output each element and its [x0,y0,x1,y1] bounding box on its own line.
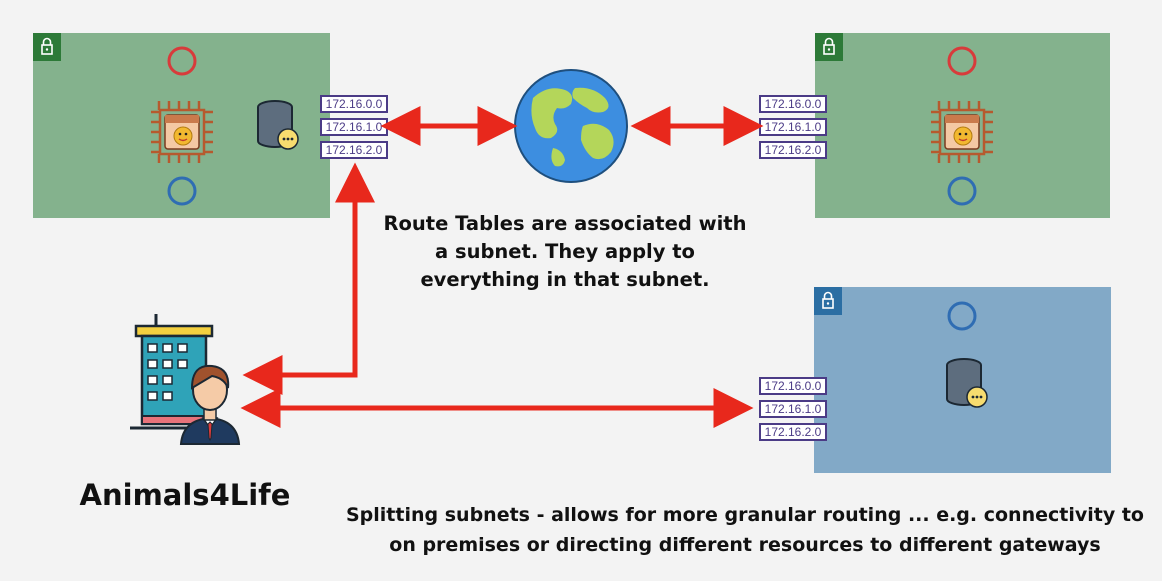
route-entry: 172.16.0.0 [759,377,827,395]
availability-zone-b-marker [947,176,977,206]
route-table-top-right: 172.16.0.0 172.16.1.0 172.16.2.0 [759,95,827,164]
route-table-bottom-right: 172.16.0.0 172.16.1.0 172.16.2.0 [759,377,827,446]
subnet-bottom-right [814,287,1111,473]
lock-icon [814,287,842,315]
route-entry: 172.16.0.0 [759,95,827,113]
route-entry: 172.16.1.0 [759,400,827,418]
route-entry: 172.16.2.0 [759,423,827,441]
subnet-top-left [33,33,330,218]
lock-icon [815,33,843,61]
businessman-icon [179,364,241,445]
subnet-top-right [815,33,1110,218]
availability-zone-b-marker [947,301,977,331]
lock-icon [33,33,61,61]
availability-zone-a-marker [167,46,197,76]
globe-icon [514,69,628,183]
route-entry: 172.16.1.0 [320,118,388,136]
route-entry: 172.16.2.0 [320,141,388,159]
route-table-top-left: 172.16.0.0 172.16.1.0 172.16.2.0 [320,95,388,164]
route-entry: 172.16.2.0 [759,141,827,159]
organization-name: Animals4Life [79,478,291,512]
availability-zone-a-marker [947,46,977,76]
route-entry: 172.16.1.0 [759,118,827,136]
chip-instance-icon [931,101,993,163]
bottom-caption: Splitting subnets - allows for more gran… [346,504,1144,556]
route-entry: 172.16.0.0 [320,95,388,113]
database-icon [946,358,988,408]
chip-instance-icon [151,101,213,163]
database-icon [257,100,299,150]
main-caption: Route Tables are associated with a subne… [383,212,747,291]
availability-zone-b-marker [167,176,197,206]
